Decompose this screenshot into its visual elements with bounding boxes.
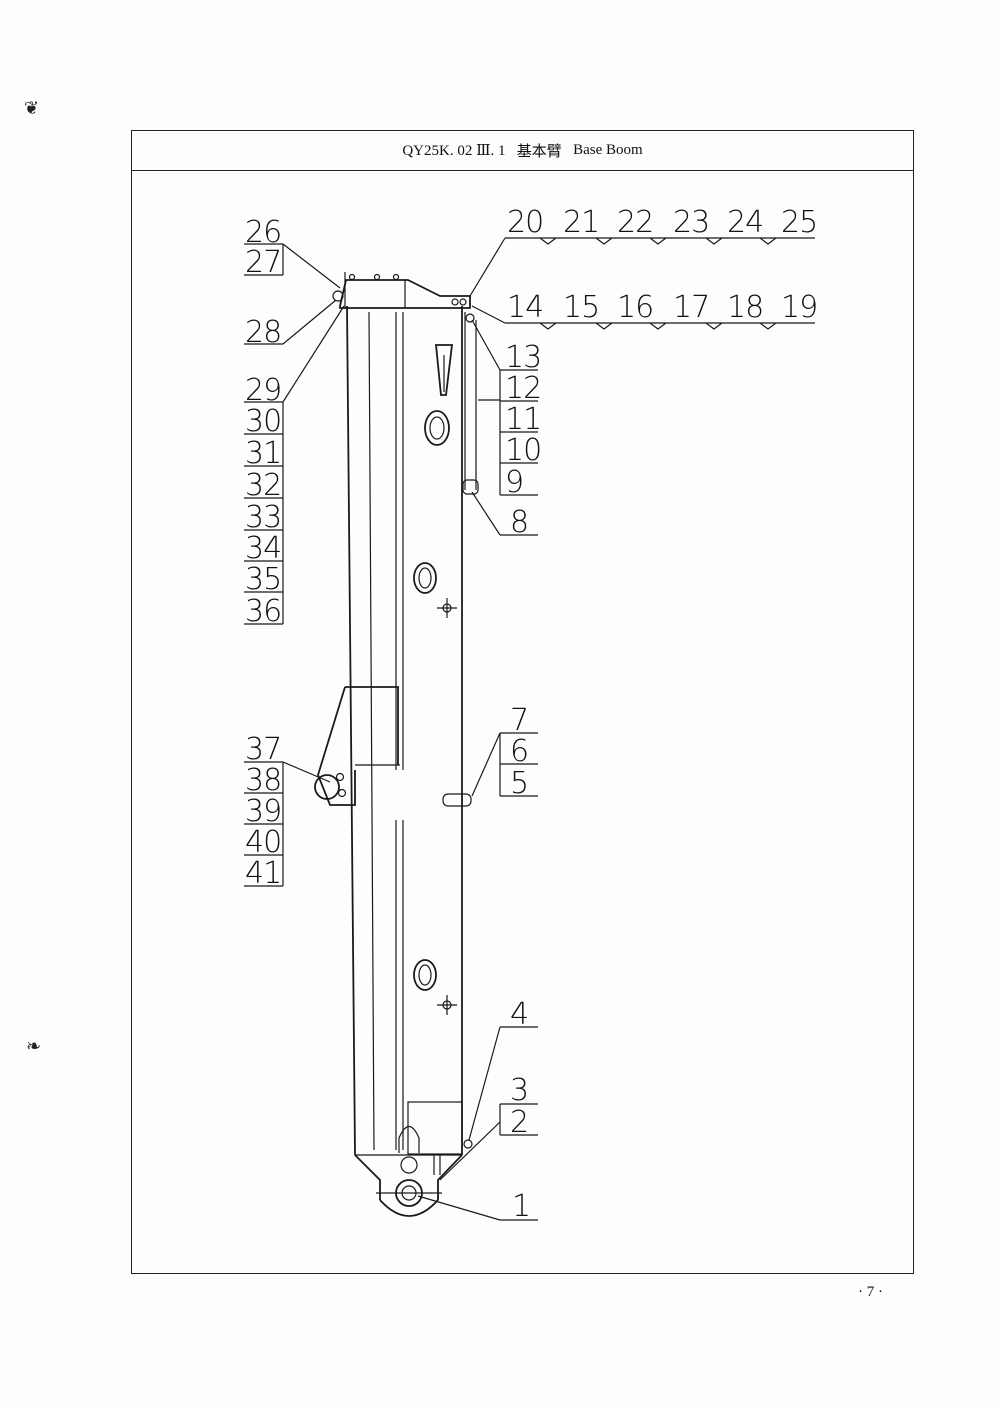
- callout-28: 28: [244, 315, 283, 350]
- callout-label: 12: [505, 371, 541, 406]
- drawing-frame: QY25K. 02 Ⅲ. 1 基本臂 Base Boom: [131, 130, 914, 1274]
- callout-label: 22: [617, 205, 653, 240]
- callout-row-20-25: 20 21 22 23 24 25: [505, 205, 818, 245]
- callout-label: 31: [245, 436, 281, 471]
- callout-label: 24: [727, 205, 763, 240]
- callout-label: 14: [507, 290, 543, 325]
- callout-label: 19: [781, 290, 817, 325]
- callout-label: 9: [505, 465, 523, 500]
- callout-stack-12-9: 12 11 10 9: [499, 370, 542, 500]
- callout-label: 26: [245, 215, 281, 250]
- callout-label: 1: [512, 1189, 530, 1224]
- callout-stack-37-41: 37 38 39 40 41: [244, 732, 284, 891]
- callout-label: 32: [245, 468, 281, 503]
- callout-8: 8: [500, 505, 538, 540]
- callout-label: 34: [245, 531, 281, 566]
- callout-label: 35: [245, 562, 281, 597]
- callout-label: 15: [563, 290, 599, 325]
- callout-label: 4: [510, 997, 528, 1032]
- scan-mark-bottom: ❧: [26, 1036, 42, 1057]
- callout-label: 37: [245, 732, 281, 767]
- callout-stack-7-5: 7 6 5: [499, 703, 538, 801]
- callout-label: 38: [245, 763, 281, 798]
- callout-label: 27: [245, 245, 281, 280]
- callout-1: 1: [500, 1189, 538, 1224]
- callout-label: 2: [510, 1105, 528, 1140]
- callout-4: 4: [500, 997, 538, 1032]
- drawing-code: QY25K. 02 Ⅲ. 1: [402, 143, 506, 159]
- callout-label: 8: [510, 505, 528, 540]
- callout-label: 28: [245, 315, 281, 350]
- callout-label: 30: [245, 404, 281, 439]
- callout-label: 21: [563, 205, 599, 240]
- callout-label: 16: [617, 290, 653, 325]
- callout-label: 25: [781, 205, 817, 240]
- callout-label: 5: [510, 766, 528, 801]
- scan-mark-top: ❦: [24, 98, 40, 119]
- callout-label: 3: [510, 1073, 528, 1108]
- leader-lines: [282, 237, 506, 1221]
- callout-label: 39: [245, 794, 281, 829]
- callout-label: 6: [510, 734, 528, 769]
- callout-stack-29-36: 29 30 31 32 33 34 35 36: [244, 373, 284, 629]
- callout-label: 41: [245, 856, 281, 891]
- drawing-title-bar: QY25K. 02 Ⅲ. 1 基本臂 Base Boom: [132, 131, 913, 171]
- callout-label: 29: [245, 373, 281, 408]
- callout-label: 36: [245, 594, 281, 629]
- boom-body: [314, 272, 479, 1217]
- callout-label: 33: [245, 500, 281, 535]
- callout-label: 20: [507, 205, 543, 240]
- callout-label: 18: [727, 290, 763, 325]
- page-number: · 7 ·: [858, 1284, 883, 1300]
- callout-label: 13: [505, 340, 541, 375]
- callout-stack-3-2: 3 2: [499, 1073, 538, 1140]
- callout-label: 10: [505, 433, 541, 468]
- drawing-title-en: Base Boom: [573, 142, 643, 158]
- callout-label: 40: [245, 825, 281, 860]
- callout-13: 13: [500, 340, 542, 375]
- callout-label: 17: [673, 290, 709, 325]
- callout-row-14-19: 14 15 16 17 18 19: [505, 290, 818, 330]
- callout-stack-26-27: 26 27: [244, 215, 284, 280]
- callout-label: 7: [510, 703, 528, 738]
- callout-label: 23: [673, 205, 709, 240]
- callout-label: 11: [505, 402, 541, 437]
- drawing-title-cn: 基本臂: [516, 144, 562, 160]
